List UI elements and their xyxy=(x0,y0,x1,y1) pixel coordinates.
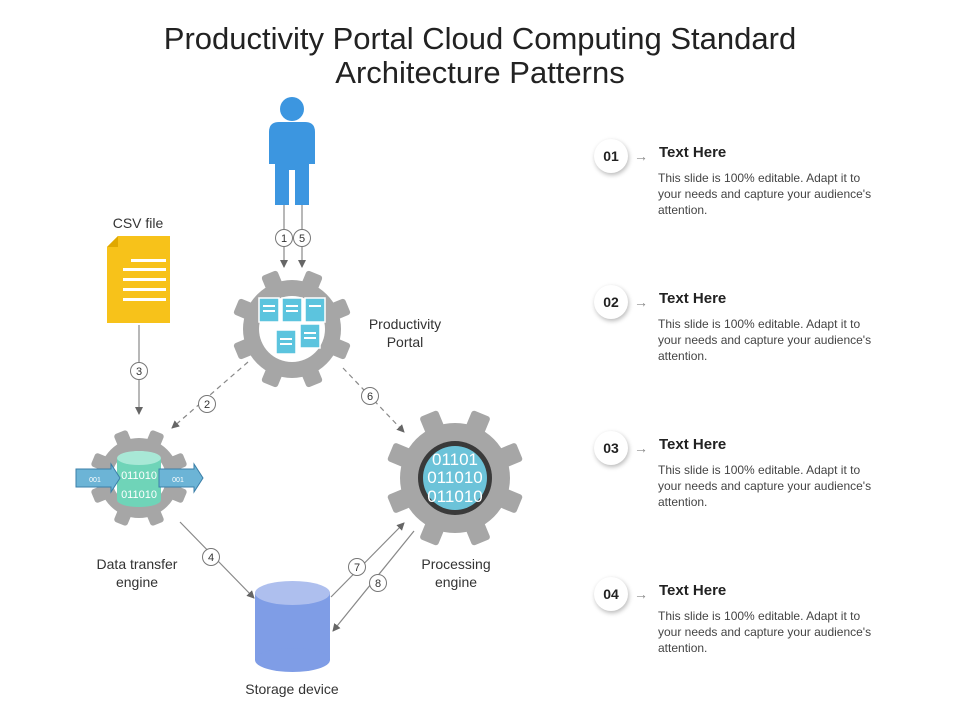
step-description: This slide is 100% editable. Adapt it to… xyxy=(658,317,872,363)
gear-tooth xyxy=(499,443,523,467)
svg-text:7: 7 xyxy=(354,562,360,574)
svg-text:6: 6 xyxy=(367,391,373,403)
data-out-arrow: 001 xyxy=(158,462,204,494)
arrow-right-icon: → xyxy=(634,148,648,164)
gear-tooth xyxy=(330,298,351,320)
badge-3: 3 xyxy=(130,362,148,380)
connector-7 xyxy=(330,522,405,598)
processing-engine-label: Processing engine xyxy=(421,556,491,590)
step-heading: Text Here xyxy=(659,436,727,453)
data-transfer-engine-gear: 011010 011010 001 001 xyxy=(75,430,204,526)
gear-tooth xyxy=(233,298,254,320)
storage-device-label: Storage device xyxy=(245,681,339,697)
data-in-tag: 001 xyxy=(89,477,101,484)
arrow-right-icon: → xyxy=(634,440,648,456)
svg-text:5: 5 xyxy=(299,233,305,245)
step-number-badge: 01 xyxy=(594,139,628,173)
data-out-tag: 001 xyxy=(172,477,184,484)
step-number-badge: 03 xyxy=(594,431,628,465)
data-binary-line-1: 011010 xyxy=(121,470,157,482)
step-heading: Text Here xyxy=(659,290,727,307)
processing-engine-gear: 01101 011010 011010 xyxy=(387,410,523,546)
arrow-right-icon: → xyxy=(634,586,648,602)
arrow-right-icon: → xyxy=(634,294,648,310)
documents-icon xyxy=(258,297,326,355)
badge-4: 4 xyxy=(202,548,220,566)
productivity-portal-gear xyxy=(233,270,351,388)
step-description: This slide is 100% editable. Adapt it to… xyxy=(658,463,872,509)
svg-text:2: 2 xyxy=(204,399,210,411)
svg-text:3: 3 xyxy=(136,366,142,378)
badge-2: 2 xyxy=(198,395,216,413)
data-binary-line-2: 011010 xyxy=(121,489,157,501)
productivity-portal-label: Productivity Portal xyxy=(368,316,442,350)
connector-6 xyxy=(342,367,405,433)
gear-tooth xyxy=(114,430,131,447)
gear-tooth xyxy=(147,509,164,526)
step-heading: Text Here xyxy=(659,144,727,161)
processing-binary-line-2: 011010 xyxy=(427,468,482,487)
gear-tooth xyxy=(233,338,254,360)
csv-file-icon xyxy=(107,236,170,323)
processing-binary-line-1: 01101 xyxy=(432,450,478,469)
svg-text:4: 4 xyxy=(208,552,214,564)
gear-tooth xyxy=(261,270,283,291)
step-description: This slide is 100% editable. Adapt it to… xyxy=(658,609,872,655)
processing-binary-line-3: 011010 xyxy=(427,487,482,506)
gear-tooth xyxy=(466,410,490,434)
gear-tooth xyxy=(170,486,187,503)
gear-tooth xyxy=(466,522,490,546)
gear-tooth xyxy=(261,367,283,388)
database-icon: 011010 011010 xyxy=(117,451,161,507)
gear-tooth xyxy=(147,430,164,447)
data-transfer-engine-label: Data transfer engine xyxy=(96,556,178,590)
gear-tooth xyxy=(387,489,411,513)
gear-tooth xyxy=(330,338,351,360)
gear-tooth xyxy=(420,522,444,546)
gear-tooth xyxy=(301,270,323,291)
binary-data-icon: 01101 011010 011010 xyxy=(427,450,482,506)
page-title: Productivity Portal Cloud Computing Stan… xyxy=(163,21,797,90)
step-heading: Text Here xyxy=(659,582,727,599)
gear-tooth xyxy=(420,410,444,434)
connector-badges: 1 5 3 2 6 4 7 8 xyxy=(130,229,387,592)
user-icon xyxy=(269,97,315,205)
badge-6: 6 xyxy=(361,387,379,405)
step-number-badge: 04 xyxy=(594,577,628,611)
badge-5: 5 xyxy=(293,229,311,247)
gear-tooth xyxy=(170,453,187,470)
badge-7: 7 xyxy=(348,558,366,576)
gear-tooth xyxy=(387,443,411,467)
csv-file-label: CSV file xyxy=(112,215,164,231)
gear-tooth xyxy=(301,367,323,388)
data-in-arrow: 001 xyxy=(75,462,121,494)
badge-8: 8 xyxy=(369,574,387,592)
svg-text:1: 1 xyxy=(281,233,287,245)
gear-tooth xyxy=(499,489,523,513)
gear-tooth xyxy=(114,509,131,526)
step-description: This slide is 100% editable. Adapt it to… xyxy=(658,171,872,217)
gear-tooth xyxy=(91,486,108,503)
storage-device-icon xyxy=(255,581,330,672)
gear-tooth xyxy=(91,453,108,470)
badge-1: 1 xyxy=(275,229,293,247)
connector-2 xyxy=(171,361,249,429)
svg-text:8: 8 xyxy=(375,578,381,590)
step-number-badge: 02 xyxy=(594,285,628,319)
